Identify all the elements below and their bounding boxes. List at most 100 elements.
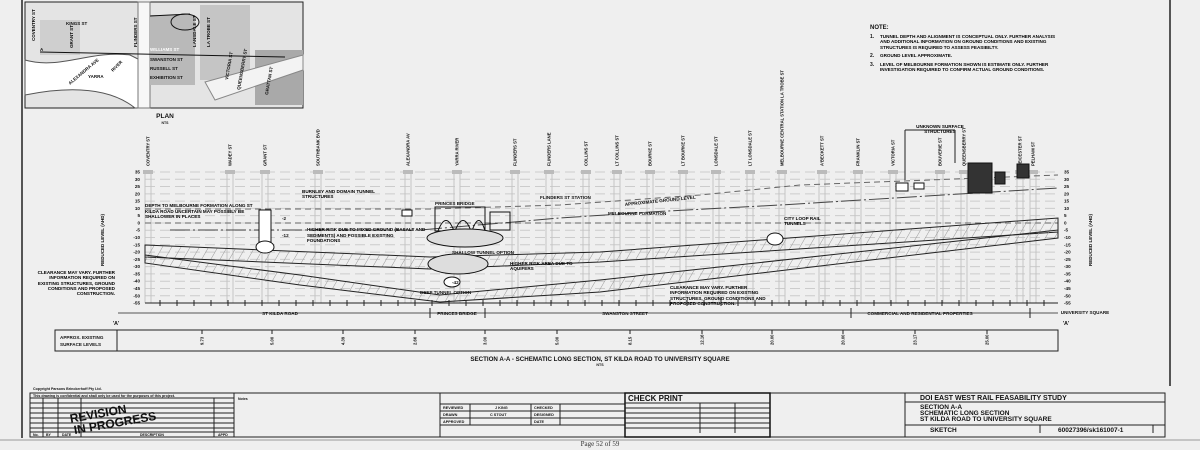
project-title: DOI EAST WEST RAIL FEASABILITY STUDY [920, 395, 1067, 402]
ground-level-line [145, 174, 1059, 210]
level-label: -20 [1064, 250, 1071, 255]
annotation-shallow-tunnel: SHALLOW TUNNEL OPTION [452, 250, 515, 255]
street-label: GRANT ST [263, 144, 268, 166]
note-text: TUNNEL DEPTH AND ALIGNMENT IS CONCEPTUAL… [880, 34, 1056, 50]
section-title: SECTION A-A - SCHEMATIC LONG SECTION, ST… [470, 356, 729, 363]
street-marker [612, 170, 622, 174]
street-marker [817, 170, 827, 174]
level-label: -55 [133, 301, 140, 306]
plan-street-label: LANSDALE ST [192, 15, 197, 47]
street-label: LONSDALE ST [714, 136, 719, 166]
level-label: 30 [1064, 177, 1070, 182]
drawing-title-line: SCHEMATIC LONG SECTION [920, 410, 1010, 417]
street-marker [745, 170, 755, 174]
plan-scale: NTS [162, 121, 170, 125]
street-marker [1028, 170, 1038, 174]
level-label: -30 [1064, 264, 1071, 269]
zone-swanston-street: SWANSTON STREET [602, 311, 648, 316]
street-marker [510, 170, 520, 174]
rev-header: DESCRIPTION [140, 433, 164, 437]
notes-block: NOTE: 1. TUNNEL DEPTH AND ALIGNMENT IS C… [870, 25, 1056, 73]
level-tag: -42 [452, 280, 459, 285]
annotation-depth-uncertain: DEPTH TO MELBOURNE FORMATION ALONG ST KI… [145, 203, 253, 219]
plan-street-label: WILLIAMS ST [150, 47, 179, 52]
notes-label: Notes [238, 397, 248, 401]
street-label: WADEY ST [228, 144, 233, 166]
section-marker-left: 'A' [113, 321, 120, 327]
zone-princes-bridge: PRINCES BRIDGE [437, 311, 477, 316]
annotation-unknown-structures: UNKNOWN SURFACE STRUCTURES [916, 124, 964, 134]
level-label: -45 [133, 286, 140, 291]
level-label: 0 [1064, 220, 1067, 225]
drawn-value: C STOUT [490, 413, 507, 417]
plan-street-label: KINGS ST [66, 21, 88, 26]
level-label: 25 [135, 184, 141, 189]
note-text: LEVEL OF MELBOURNE FORMATION SHOWN IS ES… [880, 62, 1049, 73]
plan-street-label: RUSSELL ST [150, 66, 178, 71]
level-labels-left: 35302520151050-5-10-15-20-25-30-35-40-45… [133, 170, 140, 306]
level-label: 25 [1064, 184, 1070, 189]
zone-commercial-residential: COMMERCIAL AND RESIDENTIAL PROPERTIES [867, 311, 972, 316]
street-label: LT LONSDALE ST [748, 130, 753, 166]
level-label: 5 [1064, 213, 1067, 218]
reviewed-value: J KING [495, 406, 508, 410]
deep-tunnel-option [443, 276, 461, 288]
drawing-title-line: SECTION A-A [920, 404, 962, 411]
deep-tunnel-band [144, 229, 1059, 303]
surface-level-value: 8.15 [628, 336, 633, 345]
chainage-ticks [159, 300, 1045, 306]
check-print-label: CHECK PRINT [628, 394, 683, 403]
notes-heading: NOTE: [870, 25, 889, 31]
level-label: -10 [133, 235, 140, 240]
level-label: -35 [133, 271, 140, 276]
level-label: -55 [1064, 301, 1071, 306]
street-marker [452, 170, 462, 174]
plan-title: PLAN [156, 113, 174, 120]
street-label: LEICESTER ST [1018, 136, 1023, 166]
level-label: 20 [135, 191, 141, 196]
level-label: -5 [1064, 228, 1069, 233]
level-label: -45 [1064, 286, 1071, 291]
annotation-princes-bridge: PRINCES BRIDGE [435, 201, 475, 206]
level-label: -5 [136, 228, 141, 233]
street-label: BOURKE ST [648, 141, 653, 166]
street-label: BOUVERIE ST [938, 137, 943, 166]
level-label: 35 [1064, 170, 1070, 175]
drawing-title-line: ST KILDA ROAD TO UNIVERSITY SQUARE [920, 416, 1052, 423]
surface-level-value: 12.16 [700, 334, 705, 345]
street-label: QUEENSBERRY ST [962, 127, 967, 166]
level-label: -50 [1064, 293, 1071, 298]
plan-street-label: FLINDERS ST [133, 17, 138, 47]
annotation-city-loop: CITY LOOP RAIL TUNNELS [784, 216, 821, 226]
level-label: -15 [1064, 242, 1071, 247]
level-label: 0 [137, 220, 140, 225]
street-label: FRANKLIN ST [856, 138, 861, 166]
zone-university-square: UNIVERSITY SQUARE [1061, 310, 1109, 315]
surface-level-value: 4.39 [341, 336, 346, 345]
street-marker [143, 170, 153, 174]
level-tag: -12 [282, 233, 289, 238]
level-label: -20 [133, 250, 140, 255]
aquifer-risk-area [427, 253, 489, 275]
tunnel-bore [255, 240, 275, 254]
annotation-flinders-station: FLINDERS ST STATION [540, 195, 592, 200]
note-number: 2. [870, 53, 875, 59]
street-marker [313, 170, 323, 174]
rev-header: No. [33, 433, 39, 437]
street-label: FLINDERS LANE [547, 132, 552, 166]
annotation-aquifers: HIGHER RISK AREA DUE TO AQUIFERS [510, 261, 573, 271]
street-marker [853, 170, 863, 174]
annotation-melbourne-formation: MELBOURNE FORMATION [608, 211, 667, 216]
page-number: Page 52 of 59 [580, 440, 620, 448]
level-label: 35 [135, 170, 141, 175]
street-marker [678, 170, 688, 174]
plan-map [24, 1, 304, 109]
annotation-deep-tunnel: DEEP TUNNEL OPTION [420, 290, 472, 295]
plan-street-label: EXHIBITION ST [150, 75, 183, 80]
surface-level-value: 25.00 [985, 334, 990, 345]
street-label: COLLINS ST [584, 141, 589, 166]
street-label: VICTORIA ST [891, 139, 896, 166]
street-marker [711, 170, 721, 174]
level-label: 15 [1064, 199, 1070, 204]
level-tag: -2 [282, 216, 287, 221]
